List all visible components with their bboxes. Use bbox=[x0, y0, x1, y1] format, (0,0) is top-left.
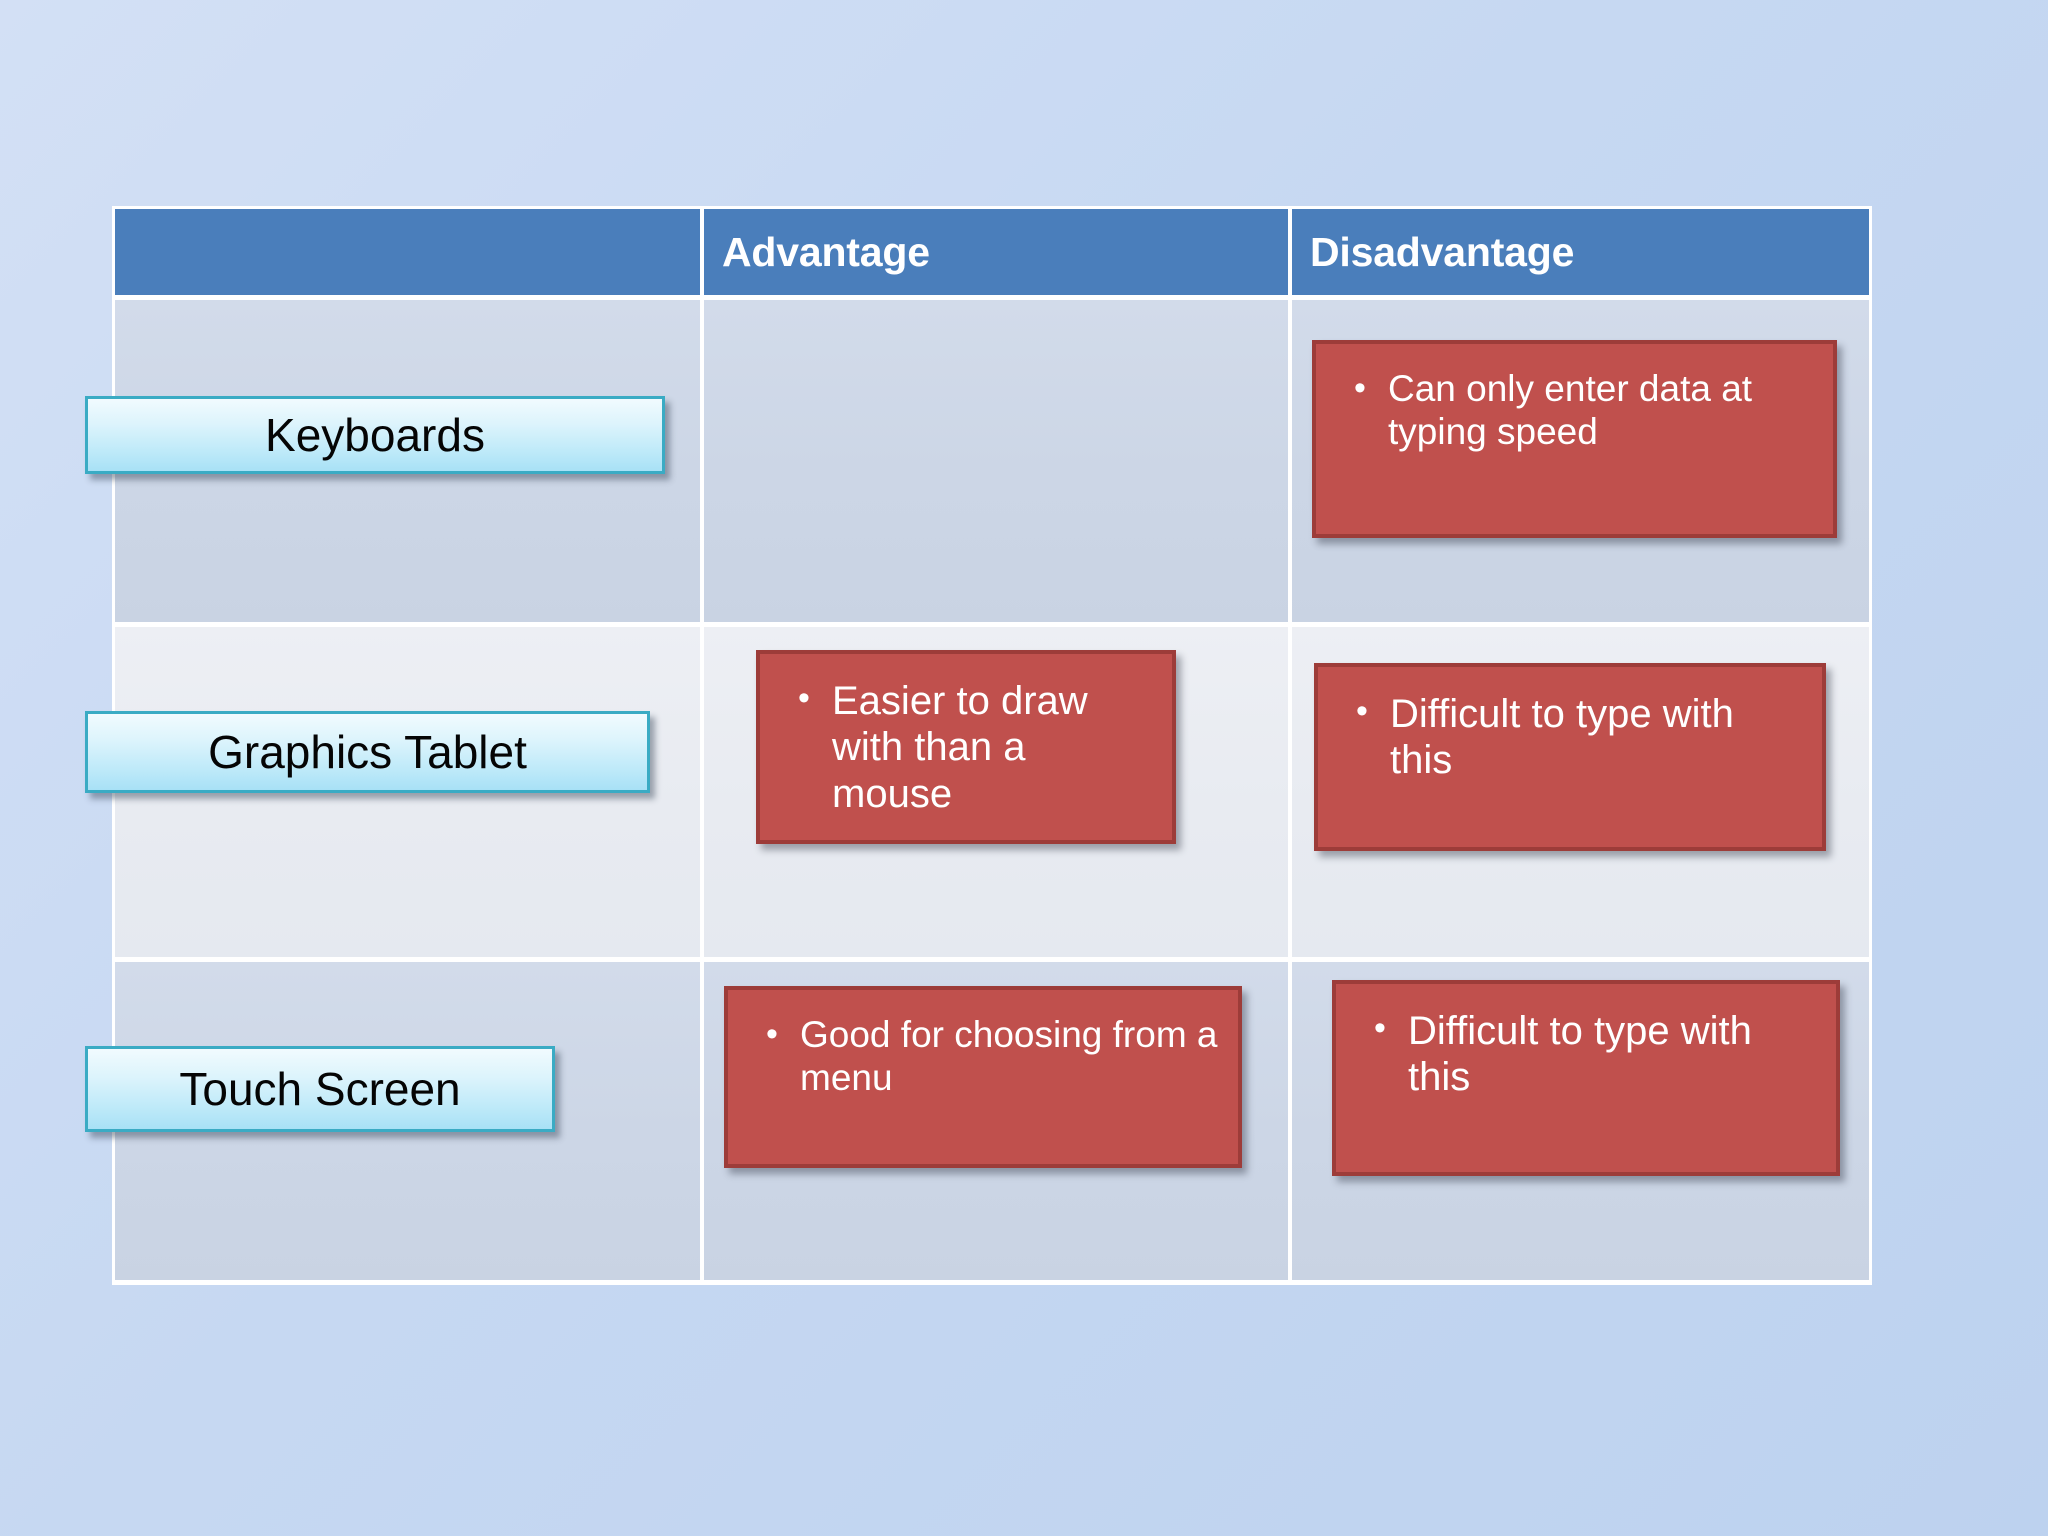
disadvantage-cell-wrap: • Difficult to type with this bbox=[1292, 627, 1869, 957]
advantage-cell-wrap bbox=[704, 300, 1288, 622]
header-device-column bbox=[112, 206, 704, 300]
advantage-cell-wrap: • Good for choosing from a menu bbox=[704, 962, 1288, 1280]
advantage-disadvantage-table: Advantage Disadvantage Keyboards bbox=[85, 206, 1872, 1285]
advantage-cell-wrap: • Easier to draw with than a mouse bbox=[704, 627, 1288, 957]
cell-disadvantage-touch-screen: • Difficult to type with this bbox=[1292, 962, 1872, 1285]
device-label-touch-screen[interactable]: Touch Screen bbox=[85, 1046, 555, 1132]
disadvantage-cell-wrap: • Difficult to type with this bbox=[1292, 962, 1869, 1280]
bullet-icon: • bbox=[1354, 369, 1366, 407]
table-body: Keyboards • Can only enter data at typin… bbox=[85, 300, 1872, 1285]
bullet-icon: • bbox=[798, 679, 810, 717]
callout-touch-screen-disadvantage[interactable]: • Difficult to type with this bbox=[1332, 980, 1840, 1176]
cell-advantage-touch-screen: • Good for choosing from a menu bbox=[704, 962, 1292, 1285]
callout-graphics-tablet-disadvantage[interactable]: • Difficult to type with this bbox=[1314, 663, 1826, 851]
cell-advantage-keyboards bbox=[704, 300, 1292, 627]
device-cell-wrap: Keyboards bbox=[85, 300, 700, 622]
table-row: Keyboards • Can only enter data at typin… bbox=[85, 300, 1872, 627]
callout-text: Easier to draw with than a mouse bbox=[832, 679, 1088, 816]
device-label-text: Graphics Tablet bbox=[208, 726, 527, 778]
table-header: Advantage Disadvantage bbox=[112, 206, 1872, 300]
callout-text: Good for choosing from a menu bbox=[800, 1014, 1218, 1098]
device-cell-wrap: Touch Screen bbox=[85, 962, 700, 1280]
bullet-icon: • bbox=[766, 1015, 778, 1053]
callout-touch-screen-advantage[interactable]: • Good for choosing from a menu bbox=[724, 986, 1242, 1168]
cell-disadvantage-keyboards: • Can only enter data at typing speed bbox=[1292, 300, 1872, 627]
disadvantage-cell-wrap: • Can only enter data at typing speed bbox=[1292, 300, 1869, 622]
cell-device-graphics-tablet: Graphics Tablet bbox=[85, 627, 704, 962]
device-label-text: Keyboards bbox=[265, 409, 485, 461]
device-cell-wrap: Graphics Tablet bbox=[85, 627, 700, 957]
callout-text: Difficult to type with this bbox=[1390, 692, 1734, 783]
device-label-keyboards[interactable]: Keyboards bbox=[85, 396, 665, 474]
header-row: Advantage Disadvantage bbox=[112, 206, 1872, 300]
device-label-graphics-tablet[interactable]: Graphics Tablet bbox=[85, 711, 650, 793]
device-label-text: Touch Screen bbox=[179, 1063, 461, 1115]
callout-keyboards-disadvantage[interactable]: • Can only enter data at typing speed bbox=[1312, 340, 1837, 538]
header-advantage: Advantage bbox=[704, 206, 1292, 300]
callout-graphics-tablet-advantage[interactable]: • Easier to draw with than a mouse bbox=[756, 650, 1176, 844]
callout-text: Can only enter data at typing speed bbox=[1388, 368, 1753, 452]
cell-disadvantage-graphics-tablet: • Difficult to type with this bbox=[1292, 627, 1872, 962]
bullet-icon: • bbox=[1356, 692, 1368, 730]
header-disadvantage: Disadvantage bbox=[1292, 206, 1872, 300]
table-row: Graphics Tablet • Easier to draw with th… bbox=[85, 627, 1872, 962]
cell-advantage-graphics-tablet: • Easier to draw with than a mouse bbox=[704, 627, 1292, 962]
callout-text: Difficult to type with this bbox=[1408, 1009, 1752, 1100]
cell-device-keyboards: Keyboards bbox=[85, 300, 704, 627]
bullet-icon: • bbox=[1374, 1009, 1386, 1047]
table-row: Touch Screen • Good for choosing from a … bbox=[85, 962, 1872, 1285]
cell-device-touch-screen: Touch Screen bbox=[85, 962, 704, 1285]
